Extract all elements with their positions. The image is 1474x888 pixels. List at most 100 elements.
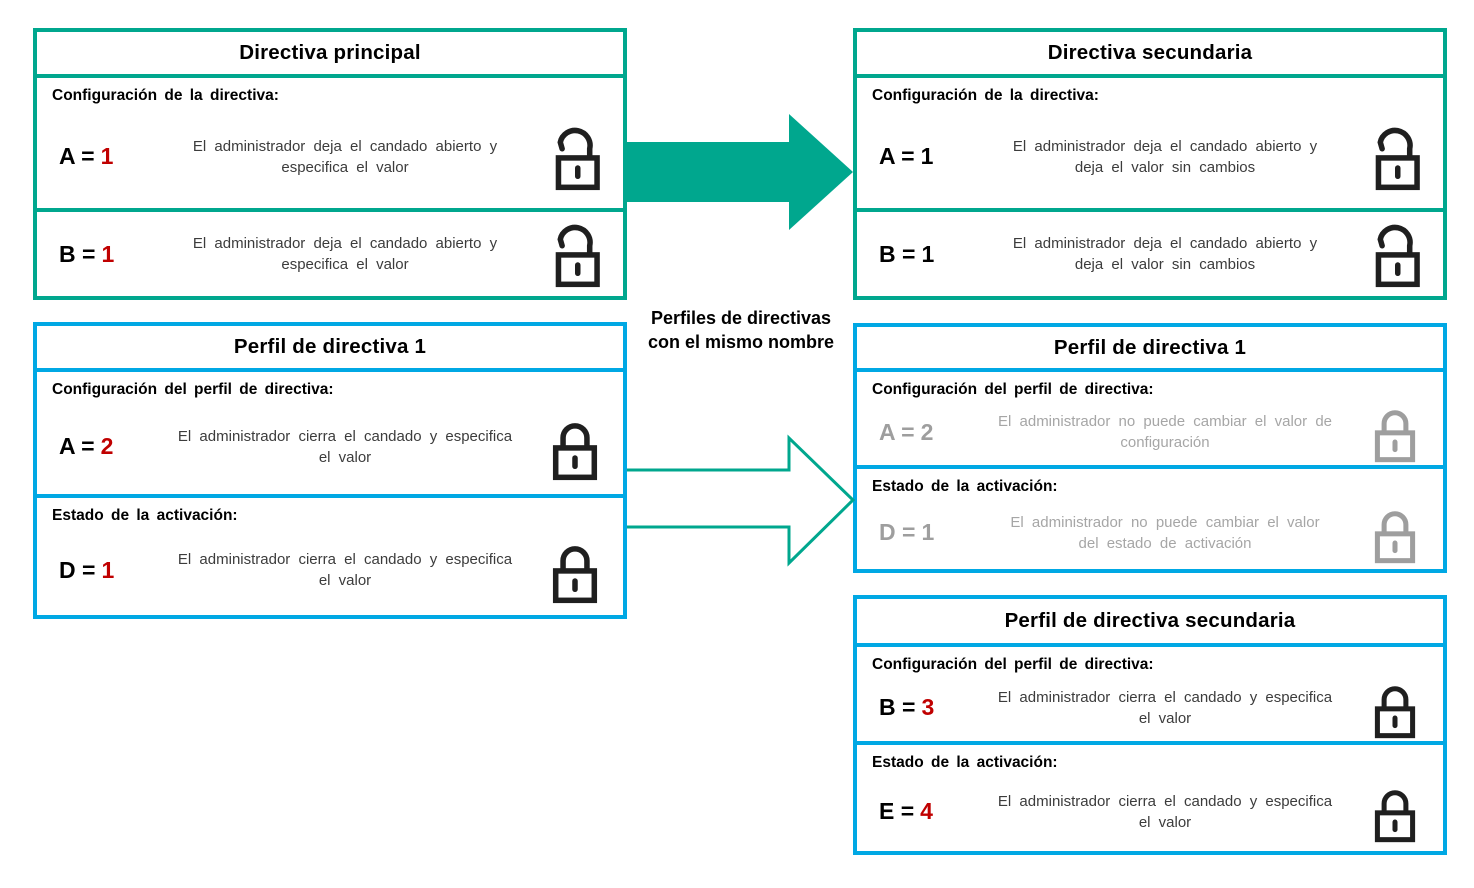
profile-setting-section: Configuración del perfil de directiva: B… <box>857 647 1443 741</box>
policy-setting-b-section: B =1 El administrador deja el candado ab… <box>857 208 1443 296</box>
section-content: A =2 El administrador no puede cambiar e… <box>857 399 1443 465</box>
activation-status-section: Estado de la activación: D =1 El adminis… <box>37 494 623 615</box>
setting-letter: B = <box>879 240 916 267</box>
section-content: E =4 El administrador cierra el candado … <box>857 772 1443 851</box>
profile-inheritance-arrow <box>627 434 856 567</box>
setting-description: El administrador no puede cambiar el val… <box>998 413 1332 451</box>
profiles-same-name-line1: Perfiles de directivas <box>650 308 832 328</box>
setting-number: 1 <box>920 143 934 169</box>
setting-letter: B = <box>879 694 916 720</box>
setting-letter: A = <box>879 143 915 169</box>
section-heading: Estado de la activación: <box>872 754 1058 771</box>
box-title: Directiva principal <box>37 32 623 78</box>
box-title: Perfil de directiva 1 <box>37 326 623 372</box>
open-padlock-icon <box>1367 220 1423 288</box>
setting-description: El administrador deja el candado abierto… <box>1012 137 1318 176</box>
secondary-policy-profile-box: Perfil de directiva secundaria Configura… <box>853 595 1447 855</box>
lock-slot <box>1355 123 1435 191</box>
setting-value: B =3 <box>857 694 975 721</box>
closed-padlock-icon <box>1367 677 1423 739</box>
lock-slot <box>535 220 615 288</box>
setting-letter: D = <box>59 556 96 583</box>
section-heading: Configuración de la directiva: <box>52 87 279 104</box>
policy-profile-1-box: Perfil de directiva 1 Configuración del … <box>33 322 627 619</box>
section-content: D =1 El administrador cierra el candado … <box>37 525 623 615</box>
section-content: A =1 El administrador deja el candado ab… <box>857 105 1443 208</box>
setting-description: El administrador deja el candado abierto… <box>192 137 498 176</box>
main-policy-box: Directiva principal Configuración de la … <box>33 28 627 300</box>
lock-slot <box>535 536 615 604</box>
setting-value: B =1 <box>37 241 155 268</box>
policy-setting-a-section: Configuración de la directiva: A =1 El a… <box>857 78 1443 208</box>
setting-letter: A = <box>59 433 95 459</box>
setting-letter: E = <box>879 798 915 824</box>
setting-value: D =1 <box>857 519 975 546</box>
box-title: Directiva secundaria <box>857 32 1443 78</box>
setting-number: 4 <box>920 798 933 824</box>
section-content: A =1 El administrador deja el candado ab… <box>37 105 623 208</box>
policy-setting-a-section: Configuración de la directiva: A =1 El a… <box>37 78 623 208</box>
setting-letter: B = <box>59 240 96 267</box>
open-padlock-icon <box>547 220 603 288</box>
closed-padlock-icon <box>1367 781 1423 843</box>
inherited-policy-profile-1-box: Perfil de directiva 1 Configuración del … <box>853 323 1447 573</box>
open-padlock-icon <box>1367 123 1423 191</box>
setting-value: A =2 <box>37 433 155 460</box>
closed-padlock-gray-icon <box>1367 401 1423 463</box>
box-title: Perfil de directiva 1 <box>857 327 1443 372</box>
activation-status-section: Estado de la activación: D =1 El adminis… <box>857 465 1443 569</box>
section-heading: Estado de la activación: <box>872 478 1058 495</box>
open-padlock-icon <box>547 123 603 191</box>
section-heading: Configuración del perfil de directiva: <box>52 381 334 398</box>
setting-description: El administrador cierra el candado y esp… <box>997 792 1333 831</box>
section-content: A =2 El administrador cierra el candado … <box>37 399 623 494</box>
closed-padlock-icon <box>547 536 603 604</box>
setting-description: El administrador cierra el candado y esp… <box>997 688 1333 727</box>
setting-value: A =2 <box>857 419 975 446</box>
secondary-policy-box: Directiva secundaria Configuración de la… <box>853 28 1447 300</box>
closed-padlock-gray-icon <box>1367 502 1423 564</box>
profiles-same-name-line2: con el mismo nombre <box>647 332 835 352</box>
setting-number: 1 <box>101 556 115 583</box>
setting-value: D =1 <box>37 557 155 584</box>
setting-description: El administrador deja el candado abierto… <box>1012 235 1318 273</box>
lock-slot <box>1355 502 1435 564</box>
setting-description: El administrador cierra el candado y esp… <box>177 551 513 589</box>
setting-number: 2 <box>920 418 934 445</box>
profiles-same-name-label: Perfiles de directivas con el mismo nomb… <box>622 306 860 354</box>
setting-description: El administrador no puede cambiar el val… <box>1010 513 1320 552</box>
setting-value: B =1 <box>857 241 975 268</box>
lock-slot <box>1355 677 1435 739</box>
closed-padlock-icon <box>547 413 603 481</box>
section-content: B =1 El administrador deja el candado ab… <box>37 212 623 296</box>
setting-number: 1 <box>100 143 114 169</box>
lock-slot <box>1355 220 1435 288</box>
policy-inheritance-arrow <box>627 114 853 230</box>
setting-letter: A = <box>59 143 95 169</box>
setting-letter: A = <box>879 418 915 445</box>
setting-number: 3 <box>921 694 935 720</box>
lock-slot <box>1355 401 1435 463</box>
section-heading: Configuración de la directiva: <box>872 87 1099 104</box>
setting-number: 1 <box>921 240 935 267</box>
section-heading: Configuración del perfil de directiva: <box>872 656 1154 673</box>
section-content: B =3 El administrador cierra el candado … <box>857 674 1443 741</box>
setting-value: A =1 <box>37 143 155 170</box>
setting-description: El administrador cierra el candado y esp… <box>177 427 513 466</box>
setting-value: E =4 <box>857 798 975 825</box>
section-heading: Configuración del perfil de directiva: <box>872 381 1154 398</box>
profile-setting-section: Configuración del perfil de directiva: A… <box>37 372 623 494</box>
setting-value: A =1 <box>857 143 975 170</box>
setting-number: 1 <box>921 519 935 545</box>
profile-setting-section: Configuración del perfil de directiva: A… <box>857 372 1443 465</box>
setting-letter: D = <box>879 519 916 545</box>
activation-status-section: Estado de la activación: E =4 El adminis… <box>857 741 1443 851</box>
policy-setting-b-section: B =1 El administrador deja el candado ab… <box>37 208 623 296</box>
section-content: D =1 El administrador no puede cambiar e… <box>857 496 1443 569</box>
section-heading: Estado de la activación: <box>52 507 238 524</box>
setting-description: El administrador deja el candado abierto… <box>192 235 498 273</box>
box-title: Perfil de directiva secundaria <box>857 599 1443 647</box>
setting-number: 2 <box>100 433 114 459</box>
section-content: B =1 El administrador deja el candado ab… <box>857 212 1443 296</box>
